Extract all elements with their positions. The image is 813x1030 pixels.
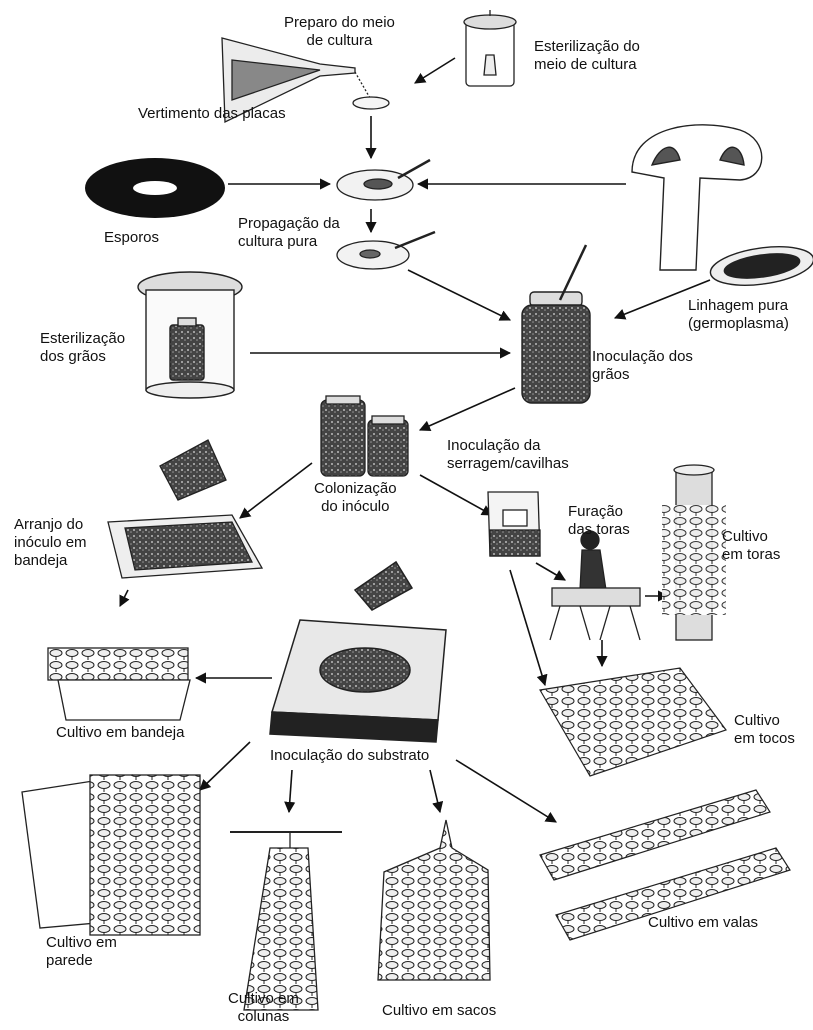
mushroom-section-illustration (632, 125, 762, 270)
label-plate-pouring: Vertimento das placas (138, 105, 286, 123)
label-tray-cultivation: Cultivo em bandeja (56, 724, 184, 742)
autoclave-small-illustration (464, 10, 516, 86)
column-cultivation-illustration (230, 832, 342, 1010)
log-cultivation-illustration (662, 465, 726, 640)
arrow-colonization-to-sawdust (420, 475, 492, 515)
label-trench-cultivation: Cultivo em valas (648, 914, 758, 932)
sawdust-bag-illustration (488, 492, 540, 556)
substrate-block-illustration (270, 562, 446, 742)
label-spores: Esporos (104, 229, 159, 247)
arrow-substrate-to-columns (289, 770, 292, 812)
wall-cultivation-illustration (22, 775, 200, 935)
arrow-sawdust-to-stumps (510, 570, 545, 685)
inoculation-jar-illustration (522, 245, 590, 403)
label-substrate-inoculation: Inoculação do substrato (270, 747, 429, 765)
petri-dish-propagation (337, 232, 435, 269)
arrow-propagation-to-jar (408, 270, 510, 320)
arrow-tray-down (120, 590, 128, 606)
pure-strain-dish-illustration (708, 241, 813, 291)
arrow-substrate-to-trenches (456, 760, 556, 822)
bag-cultivation-illustration (378, 820, 490, 980)
arrow-substrate-to-wall (200, 742, 250, 790)
stump-cultivation-illustration (540, 668, 726, 776)
arrow-sterilization-to-pouring (415, 58, 455, 83)
label-bag-cultivation: Cultivo em sacos (382, 1002, 496, 1020)
colonization-jars-illustration (321, 396, 408, 476)
autoclave-large-illustration (138, 272, 242, 398)
arrow-substrate-to-bags (430, 770, 440, 812)
arrow-colonization-to-tray (240, 463, 312, 518)
arrow-jar-to-colonization (420, 388, 515, 430)
arrow-sawdust-to-drilling (536, 563, 565, 580)
tray-cultivation-illustration (48, 648, 190, 720)
label-pure-strain: Linhagem pura(germoplasma) (688, 297, 789, 333)
tray-inoculum-illustration (108, 440, 262, 578)
log-drilling-illustration (550, 531, 640, 640)
petri-dish-culture (337, 160, 430, 200)
spores-illustration (85, 158, 225, 218)
